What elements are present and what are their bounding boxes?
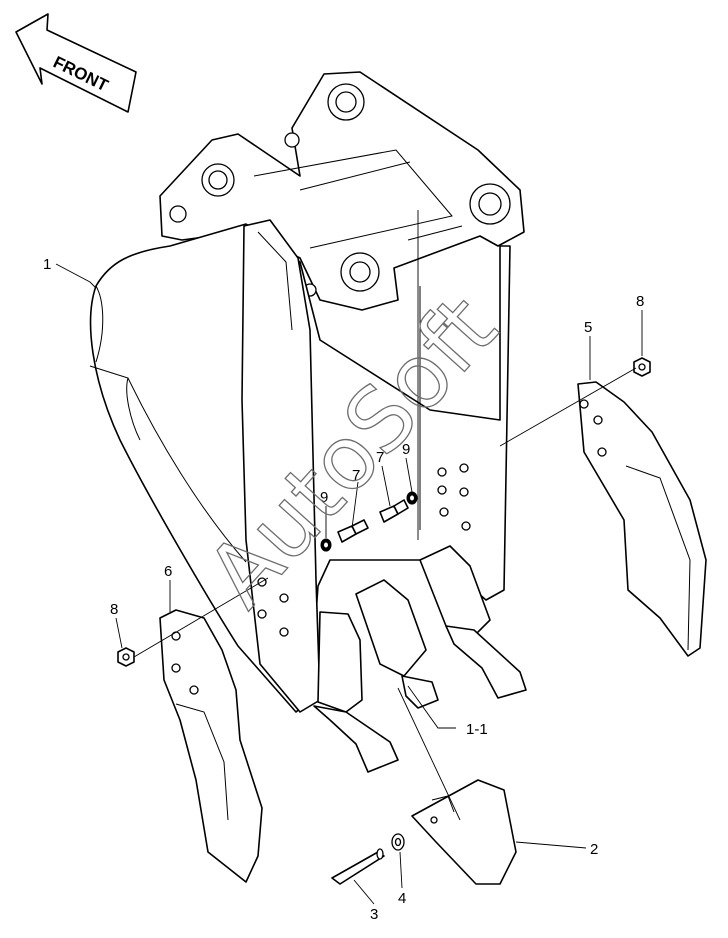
nut-left bbox=[117, 647, 135, 667]
callouts: 1 1-1 2 3 4 5 6 7 7 8 8 9 9 bbox=[43, 256, 644, 923]
bolt-right bbox=[379, 499, 409, 523]
bucket-tooth bbox=[411, 779, 517, 885]
callout-8-right: 8 bbox=[636, 293, 644, 310]
bucket-body bbox=[89, 71, 527, 773]
callout-5: 5 bbox=[584, 319, 592, 336]
callout-3: 3 bbox=[370, 906, 378, 923]
washer-small-right bbox=[406, 491, 418, 505]
callout-8-left: 8 bbox=[110, 601, 118, 618]
washer-small-left bbox=[320, 538, 332, 552]
bolt-left bbox=[337, 519, 369, 543]
side-cutter-left bbox=[159, 609, 263, 883]
callout-9-right: 9 bbox=[402, 441, 410, 458]
callout-4: 4 bbox=[398, 890, 406, 907]
callout-9-left: 9 bbox=[320, 489, 328, 506]
nut-right bbox=[633, 357, 651, 377]
callout-6: 6 bbox=[164, 563, 172, 580]
callout-7-right: 7 bbox=[376, 449, 384, 466]
callout-7-left: 7 bbox=[352, 467, 360, 484]
callout-1-1: 1-1 bbox=[466, 721, 488, 738]
tooth-pin bbox=[331, 848, 385, 885]
callout-2: 2 bbox=[590, 841, 598, 858]
leader-lines bbox=[55, 210, 643, 905]
side-cutter-right bbox=[577, 381, 707, 657]
washer bbox=[391, 833, 405, 851]
callout-1: 1 bbox=[43, 256, 51, 273]
front-direction-arrow: FRONT bbox=[15, 13, 137, 113]
